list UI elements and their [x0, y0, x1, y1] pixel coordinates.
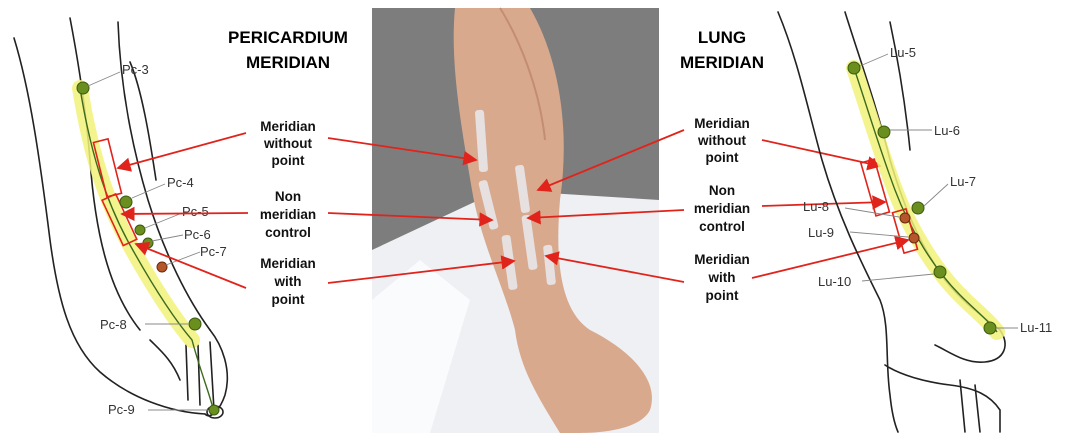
right-with-point-line1: Meridian: [694, 252, 750, 267]
pc9-label: Pc-9: [108, 402, 135, 417]
pericardium-title-line2: MERIDIAN: [246, 53, 330, 72]
pc8-point: [189, 318, 201, 330]
pc7-point: [157, 262, 167, 272]
lung-point-labels: Lu-5 Lu-6 Lu-7 Lu-8 Lu-9 Lu-10 Lu-11: [803, 45, 1052, 335]
pc3-label: Pc-3: [122, 62, 149, 77]
left-center-labels: Meridian without point Non meridian cont…: [260, 119, 316, 307]
left-non-meridian-line2: meridian: [260, 207, 316, 222]
pc6-label: Pc-6: [184, 227, 211, 242]
lu7-point: [912, 202, 924, 214]
forearm-photo: [372, 8, 659, 433]
right-non-meridian-line1: Non: [709, 183, 735, 198]
pc5-point: [135, 225, 145, 235]
lu7-label: Lu-7: [950, 174, 976, 189]
lu11-label: Lu-11: [1020, 320, 1052, 335]
lu8-point: [900, 213, 910, 223]
lung-title-line2: MERIDIAN: [680, 53, 764, 72]
right-center-labels: Meridian without point Non meridian cont…: [694, 116, 750, 303]
lu5-point: [848, 62, 860, 74]
left-without-point-line1: Meridian: [260, 119, 316, 134]
pc8-label: Pc-8: [100, 317, 127, 332]
pc4-label: Pc-4: [167, 175, 194, 190]
pc4-point: [120, 196, 132, 208]
right-without-point-line1: Meridian: [694, 116, 750, 131]
lu5-label: Lu-5: [890, 45, 916, 60]
pericardium-meridian: [77, 72, 219, 415]
lu10-point: [934, 266, 946, 278]
left-non-meridian-line1: Non: [275, 189, 301, 204]
lung-title: LUNG MERIDIAN: [680, 28, 764, 72]
pericardium-title-line1: PERICARDIUM: [228, 28, 348, 47]
lu9-point: [909, 233, 919, 243]
right-without-point-line2: without: [697, 133, 746, 148]
right-with-point-line2: with: [708, 270, 736, 285]
lu10-label: Lu-10: [818, 274, 851, 289]
pc3-point: [77, 82, 89, 94]
left-non-meridian-line3: control: [265, 225, 311, 240]
pc9-point: [209, 405, 219, 415]
lu9-label: Lu-9: [808, 225, 834, 240]
lu8-label: Lu-8: [803, 199, 829, 214]
left-with-point-line1: Meridian: [260, 256, 316, 271]
pericardium-title: PERICARDIUM MERIDIAN: [228, 28, 348, 72]
left-without-point-line3: point: [272, 153, 305, 168]
lung-title-line1: LUNG: [698, 28, 746, 47]
right-non-meridian-line3: control: [699, 219, 745, 234]
lu6-label: Lu-6: [934, 123, 960, 138]
lu11-point: [984, 322, 996, 334]
left-with-point-line2: with: [274, 274, 302, 289]
left-with-point-line3: point: [272, 292, 305, 307]
lung-meridian: [845, 54, 1018, 334]
pc5-label: Pc-5: [182, 204, 209, 219]
pc7-label: Pc-7: [200, 244, 227, 259]
lu6-point: [878, 126, 890, 138]
right-without-point-line3: point: [706, 150, 739, 165]
left-without-point-line2: without: [263, 136, 312, 151]
right-non-meridian-line2: meridian: [694, 201, 750, 216]
right-with-point-line3: point: [706, 288, 739, 303]
lung-arm-drawing: [778, 12, 1005, 432]
